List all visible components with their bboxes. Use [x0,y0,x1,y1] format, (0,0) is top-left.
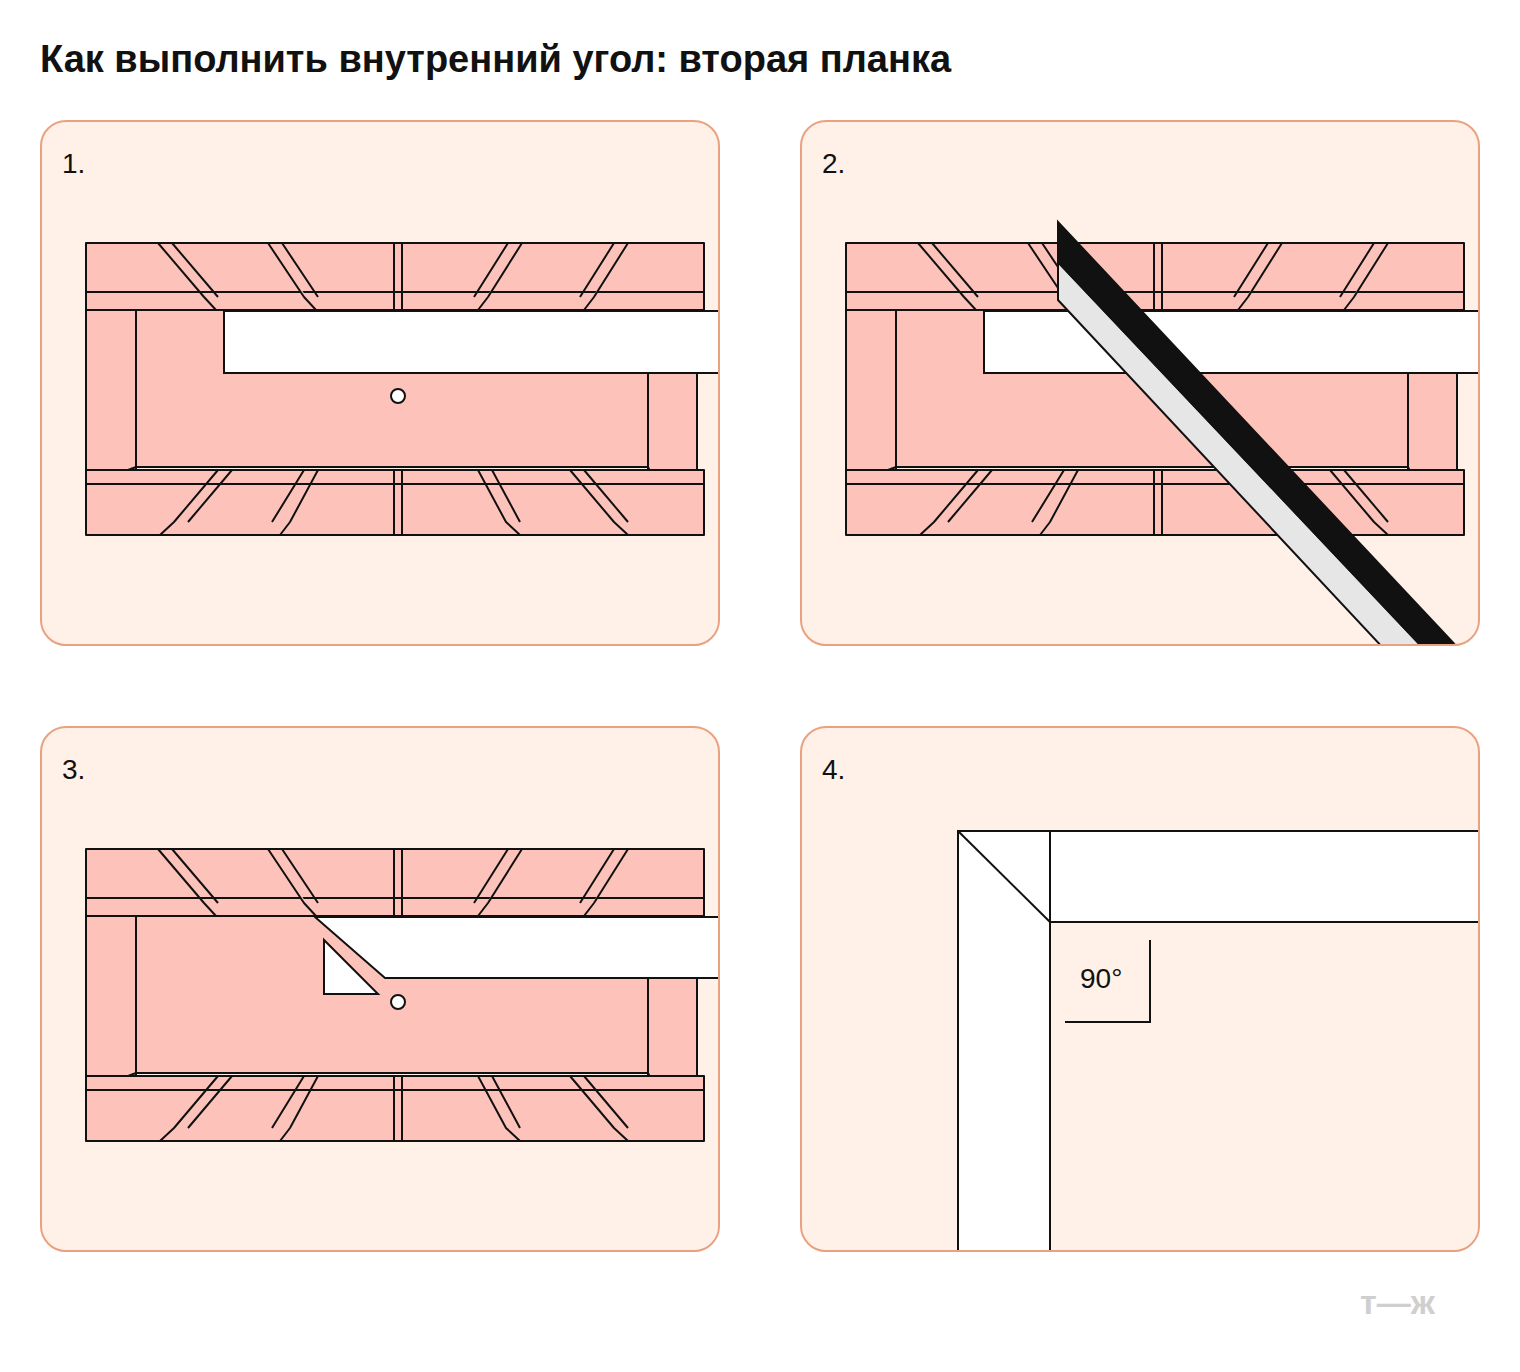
angle-label: 90° [1080,963,1122,995]
step-number: 3. [62,754,85,786]
title: Как выполнить внутренний угол: вторая пл… [40,38,951,81]
step-number: 1. [62,148,85,180]
step-panel: 1. [40,120,720,646]
step-number: 4. [822,754,845,786]
step-panel: 3. [40,726,720,1252]
step-panel: 4. [800,726,1480,1252]
watermark: т—ж [1360,1283,1435,1322]
step-panel: 2. [800,120,1480,646]
step-number: 2. [822,148,845,180]
